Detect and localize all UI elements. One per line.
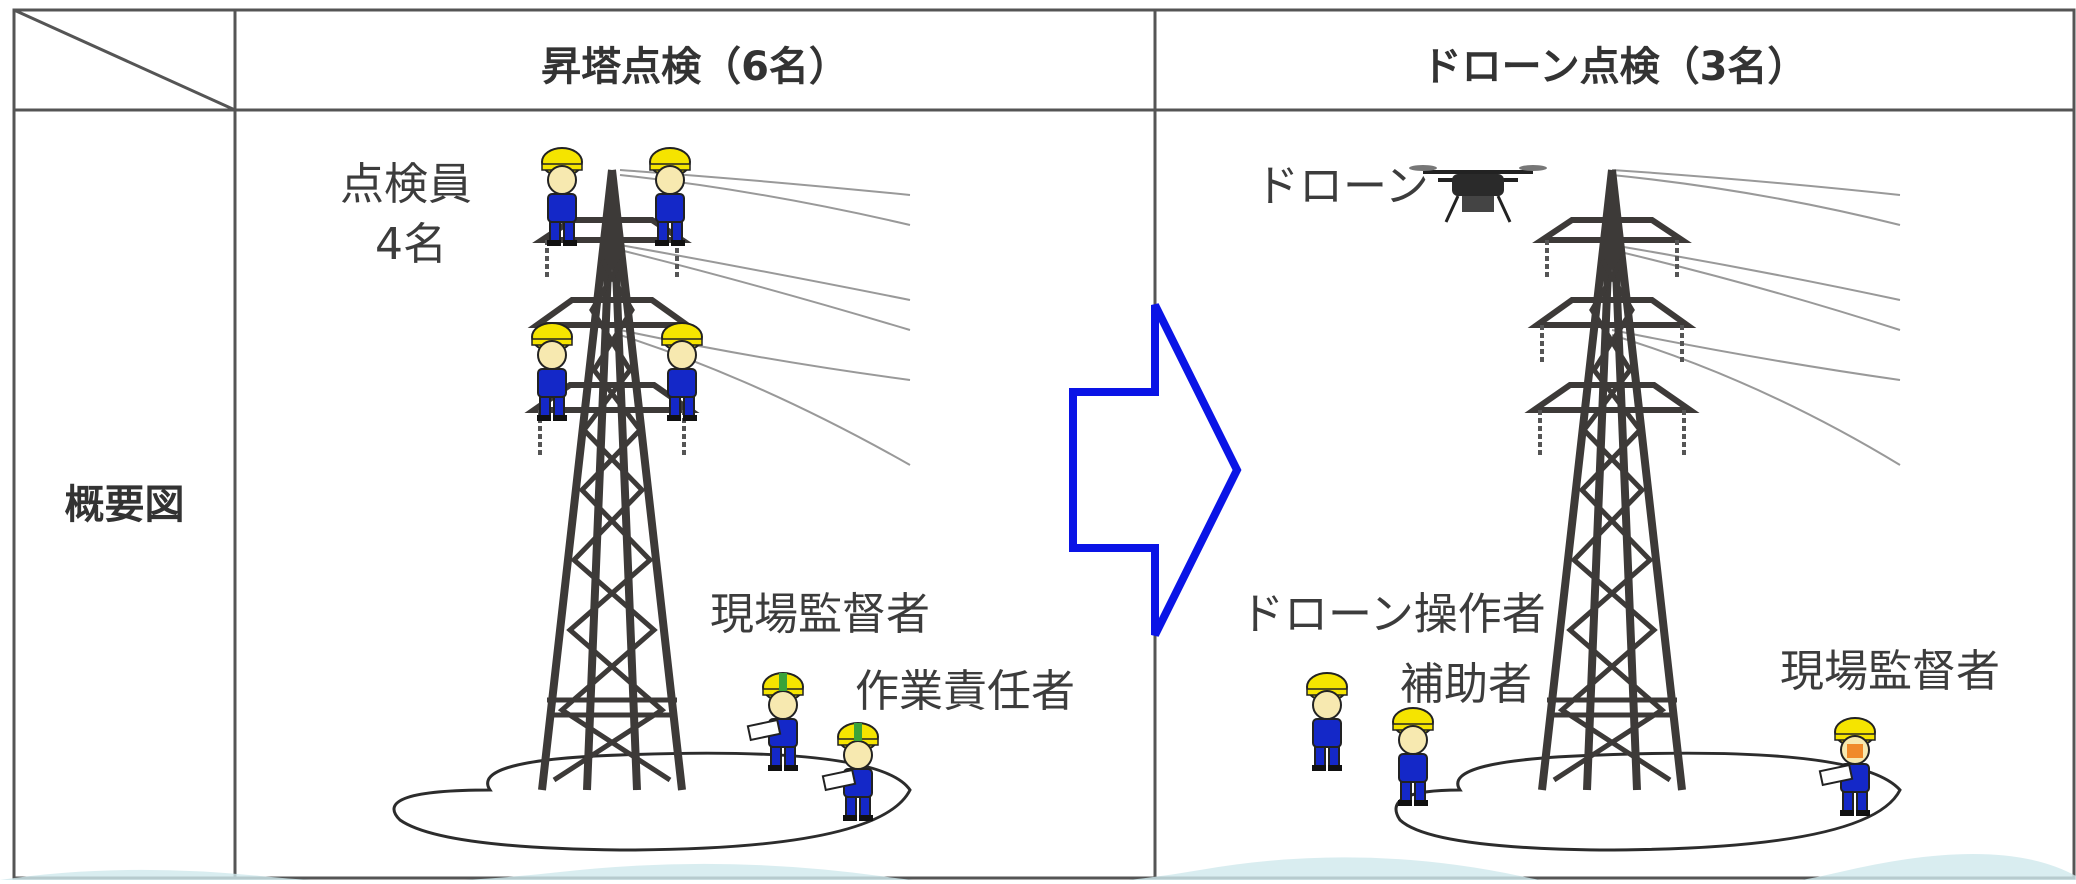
drone-operator-figure bbox=[1306, 672, 1348, 772]
right-diagram bbox=[1306, 165, 1902, 852]
right-supervisor-label: 現場監督者 bbox=[1780, 646, 2000, 697]
col1-header: 昇塔点検（6名） bbox=[541, 44, 849, 90]
left-diagram bbox=[392, 147, 912, 852]
supervisor-label: 現場監督者 bbox=[710, 589, 930, 640]
col2-header: ドローン点検（3名） bbox=[1421, 44, 1808, 90]
drone-icon bbox=[1409, 165, 1547, 223]
drone-operator-label: ドローン操作者 bbox=[1240, 589, 1546, 640]
assistant-label: 補助者 bbox=[1400, 659, 1532, 710]
manager-label: 作業責任者 bbox=[855, 666, 1075, 717]
supervisor-figure bbox=[1818, 717, 1876, 817]
supervisor-figure bbox=[748, 673, 803, 771]
drone-label: ドローン bbox=[1255, 161, 1429, 212]
inspectors-label: 点検員 bbox=[340, 159, 472, 210]
inspectors-count-label: 4名 bbox=[375, 219, 447, 270]
manager-figure bbox=[823, 723, 878, 821]
row-header: 概要図 bbox=[64, 482, 185, 528]
corner-diagonal bbox=[13, 8, 236, 112]
transition-arrow bbox=[1069, 303, 1242, 637]
steel-tower-left bbox=[534, 170, 690, 790]
inspector-figure bbox=[541, 147, 583, 247]
